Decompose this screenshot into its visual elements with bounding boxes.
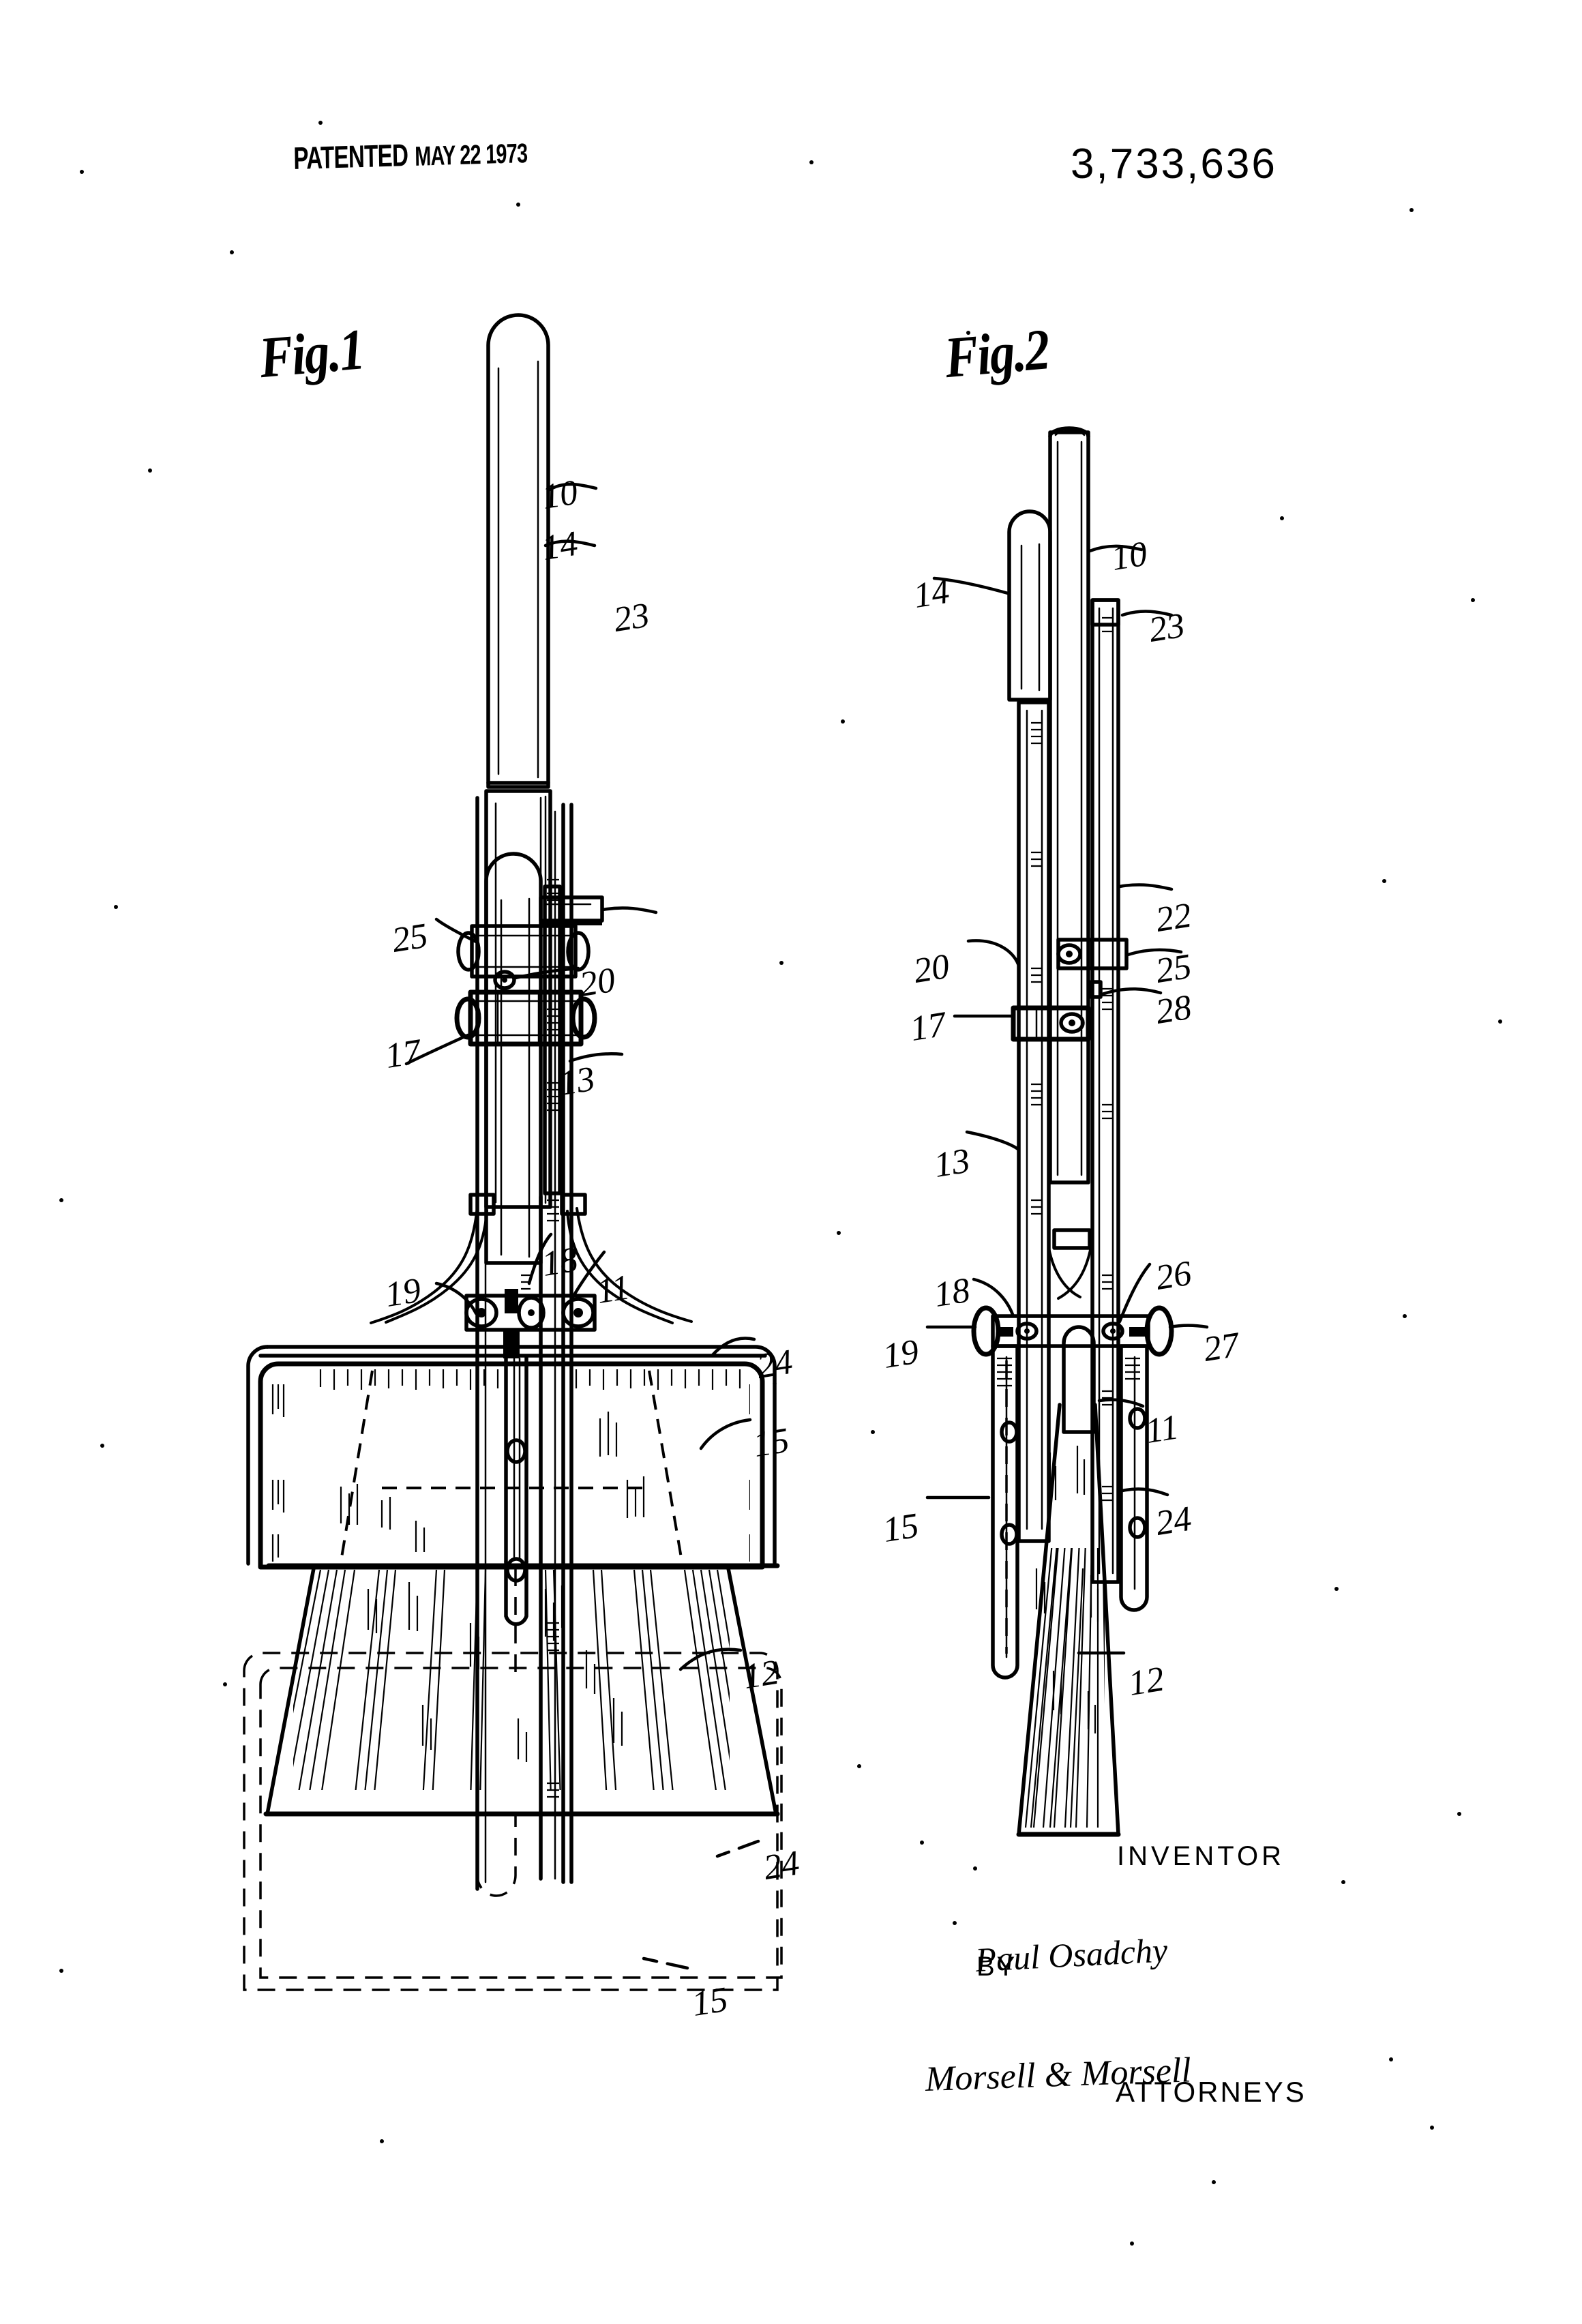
inventor-label: INVENTOR (1117, 1841, 1285, 1871)
fig1-numeral-15-bottom: 15 (689, 1980, 731, 2025)
fig1-numeral-12: 12 (740, 1652, 782, 1697)
fig1-numeral-24-top: 24 (753, 1342, 796, 1387)
fig2-numeral-24: 24 (1152, 1499, 1195, 1544)
fig2-numeral-10: 10 (1108, 534, 1150, 579)
fig1-numeral-20: 20 (576, 960, 618, 1005)
fig2-numeral-23: 23 (1146, 606, 1188, 651)
fig2-numeral-22: 22 (1152, 895, 1195, 940)
fig1-numeral-11: 11 (593, 1268, 633, 1312)
fig2-numeral-14: 14 (910, 571, 953, 616)
fig1-numeral-13: 13 (556, 1059, 598, 1104)
fig1-numeral-24-bottom: 24 (760, 1843, 803, 1888)
fig1-numeral-17: 17 (382, 1032, 424, 1077)
fig2-numeral-11: 11 (1142, 1407, 1182, 1452)
patent-number: 3,733,636 (1071, 140, 1277, 188)
by-label: BY (976, 1952, 1017, 1982)
fig2-numeral-13: 13 (931, 1141, 973, 1186)
fig2-numeral-27: 27 (1200, 1325, 1242, 1370)
fig1-numeral-25: 25 (389, 916, 431, 961)
fig2-numeral-26: 26 (1152, 1253, 1195, 1298)
fig2-numeral-19: 19 (880, 1332, 922, 1377)
fig2-numeral-12: 12 (1125, 1659, 1167, 1704)
fig2-numeral-17: 17 (907, 1004, 949, 1049)
fig1-numeral-19: 19 (382, 1270, 424, 1315)
fig2-numeral-18: 18 (931, 1270, 973, 1315)
fig1-numeral-15-top: 15 (750, 1420, 792, 1465)
attorneys-label: ATTORNEYS (1116, 2076, 1307, 2108)
fig2-numeral-20: 20 (910, 947, 953, 992)
fig2-numeral-28: 28 (1152, 987, 1195, 1032)
fig1-numeral-18: 18 (539, 1240, 581, 1285)
fig2-numeral-15: 15 (880, 1506, 922, 1551)
fig1-numeral-23: 23 (610, 595, 653, 640)
fig2-numeral-25: 25 (1152, 947, 1195, 992)
fig1-numeral-10: 10 (539, 473, 581, 518)
fig1-numeral-14: 14 (539, 524, 581, 569)
